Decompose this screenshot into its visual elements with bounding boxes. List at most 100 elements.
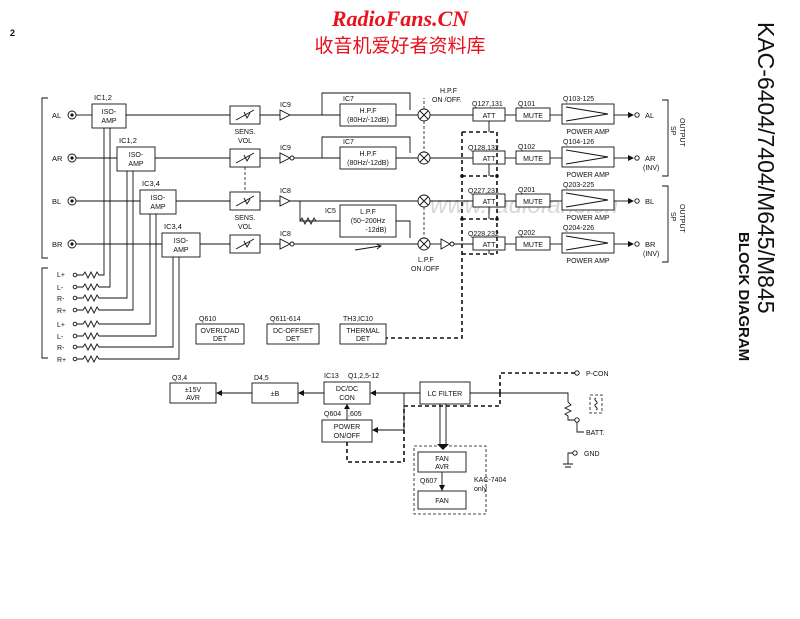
block-diagram-title: BLOCK DIAGRAM <box>735 232 752 361</box>
svg-text:Q104-126: Q104-126 <box>563 139 594 146</box>
svg-text:OUTPUT: OUTPUT <box>678 204 685 234</box>
svg-text:IC8: IC8 <box>280 231 291 238</box>
svg-text:POWER AMP: POWER AMP <box>566 129 610 136</box>
input-bl: BL <box>52 196 140 206</box>
svg-text:±15V: ±15V <box>185 387 202 394</box>
iso-amp-br: IC3,4 ISO- AMP <box>161 222 201 258</box>
svg-text:D4,5: D4,5 <box>254 375 269 382</box>
iso-amp-bl: IC3,4 ISO- AMP <box>139 179 177 215</box>
svg-text:AMP: AMP <box>150 204 166 211</box>
input-bracket-speaker <box>41 267 48 359</box>
svg-text:IC1,2: IC1,2 <box>119 136 137 145</box>
svg-text:AMP: AMP <box>173 247 189 254</box>
sens-vol-b1: SENS. VOL <box>229 191 261 231</box>
hpf-b: IC7 H.P.F (80Hz/-12dB) <box>321 136 411 170</box>
svg-text:L+: L+ <box>57 272 65 279</box>
svg-text:L-: L- <box>57 285 64 292</box>
svg-text:BR: BR <box>52 240 63 249</box>
svg-text:DET: DET <box>286 336 301 343</box>
svg-text:BR: BR <box>645 240 656 249</box>
svg-text:ON/OFF: ON/OFF <box>334 433 360 440</box>
svg-text:ATT: ATT <box>483 242 496 249</box>
svg-text:ISO-: ISO- <box>102 109 117 116</box>
svg-text:Q611-614: Q611-614 <box>270 316 301 323</box>
lc-filter: LC FILTER <box>419 381 471 405</box>
iso-amp-al: IC1,2 ISO- AMP <box>91 93 127 129</box>
svg-text:SENS.: SENS. <box>234 215 255 222</box>
svg-text:BATT.: BATT. <box>586 430 605 437</box>
lpf: IC5 L.P.F (50~200Hz -12dB) <box>299 201 411 251</box>
svg-text:DC-OFFSET: DC-OFFSET <box>273 328 314 335</box>
avr-15v: Q3,4 ±15V AVR <box>169 375 217 404</box>
svg-text:THERMAL: THERMAL <box>346 328 380 335</box>
site-title: RadioFans.CN <box>331 6 469 31</box>
plus-minus-b: D4,5 ±B <box>251 375 299 404</box>
svg-text:CON: CON <box>339 395 355 402</box>
svg-text:H.P.F: H.P.F <box>360 108 377 115</box>
svg-text:R-: R- <box>57 345 65 352</box>
svg-text:Q103-125: Q103-125 <box>563 96 594 103</box>
iso-amp-ar: IC1,2 ISO- AMP <box>116 136 156 172</box>
svg-text:Q203-225: Q203-225 <box>563 182 594 189</box>
svg-text:ON /OFF: ON /OFF <box>411 266 439 273</box>
svg-text:IC13: IC13 <box>324 373 339 380</box>
buffer-ic8-b: IC8 <box>260 231 410 250</box>
svg-text:L+: L+ <box>57 322 65 329</box>
svg-text:R+: R+ <box>57 308 66 315</box>
svg-text:Q604: Q604 <box>324 411 341 418</box>
fan: FAN <box>417 490 467 510</box>
svg-text:ISO-: ISO- <box>174 238 189 245</box>
svg-text:IC8: IC8 <box>280 188 291 195</box>
svg-text:BL: BL <box>645 197 654 206</box>
thermal-det: TH3,IC10 THERMAL DET <box>339 316 387 345</box>
page-number: 2 <box>10 28 15 38</box>
svg-text:L-: L- <box>57 334 64 341</box>
switch-nodes: H.P.F ON /OFF. L.P.F ON /OFF <box>410 88 462 273</box>
site-title-cn: 收音机爱好者资料库 <box>314 35 485 57</box>
svg-text:BL: BL <box>52 197 61 206</box>
svg-text:LC FILTER: LC FILTER <box>428 391 463 398</box>
output-chain-al: Q127,131 ATT Q101 MUTE Q103-125 POWER AM… <box>472 96 654 136</box>
svg-text:OVERLOAD: OVERLOAD <box>201 328 240 335</box>
svg-text:(80Hz/-12dB): (80Hz/-12dB) <box>347 160 389 167</box>
svg-text:IC5: IC5 <box>325 208 336 215</box>
svg-text:(INV): (INV) <box>643 251 659 258</box>
dc-offset-det: Q611-614 DC-OFFSET DET <box>266 316 320 345</box>
svg-text:MUTE: MUTE <box>523 113 543 120</box>
svg-text:AR: AR <box>52 154 63 163</box>
svg-text:DET: DET <box>213 336 228 343</box>
svg-text:FAN: FAN <box>435 456 449 463</box>
svg-text:AVR: AVR <box>186 395 200 402</box>
buffer-ic8-a: IC8 <box>260 188 410 207</box>
terminal-gnd: GND <box>563 450 600 468</box>
sens-vol-a2 <box>229 148 261 168</box>
svg-text:P-CON: P-CON <box>586 371 609 378</box>
svg-text:POWER AMP: POWER AMP <box>566 172 610 179</box>
svg-text:AL: AL <box>645 111 654 120</box>
svg-text:only: only <box>474 486 487 493</box>
sens-vol-a1: SENS. VOL <box>229 105 261 145</box>
svg-text:Q201: Q201 <box>518 187 535 194</box>
svg-text:SP: SP <box>669 212 676 222</box>
sp-output-group-b: SP OUTPUT <box>662 185 685 263</box>
svg-text:Q228,232: Q228,232 <box>468 231 499 238</box>
sp-output-group-a: SP OUTPUT <box>662 99 685 177</box>
svg-text:AMP: AMP <box>101 118 117 125</box>
svg-text:MUTE: MUTE <box>523 199 543 206</box>
svg-text:MUTE: MUTE <box>523 156 543 163</box>
terminal-pcon: P-CON <box>574 370 609 378</box>
fan-section-box <box>413 445 487 515</box>
svg-text:(INV): (INV) <box>643 165 659 172</box>
svg-text:L.P.F: L.P.F <box>360 209 376 216</box>
svg-text:AR: AR <box>645 154 656 163</box>
svg-text:SENS.: SENS. <box>234 129 255 136</box>
svg-text:FAN: FAN <box>435 498 449 505</box>
svg-text:R+: R+ <box>57 357 66 364</box>
output-chain-bl: Q227,231 ATT Q201 MUTE Q203-225 POWER AM… <box>468 182 654 222</box>
svg-text:IC9: IC9 <box>280 102 291 109</box>
svg-text:AL: AL <box>52 111 61 120</box>
svg-text:ATT: ATT <box>483 113 496 120</box>
svg-text:VOL: VOL <box>238 224 252 231</box>
svg-text:Q128,132: Q128,132 <box>468 145 499 152</box>
